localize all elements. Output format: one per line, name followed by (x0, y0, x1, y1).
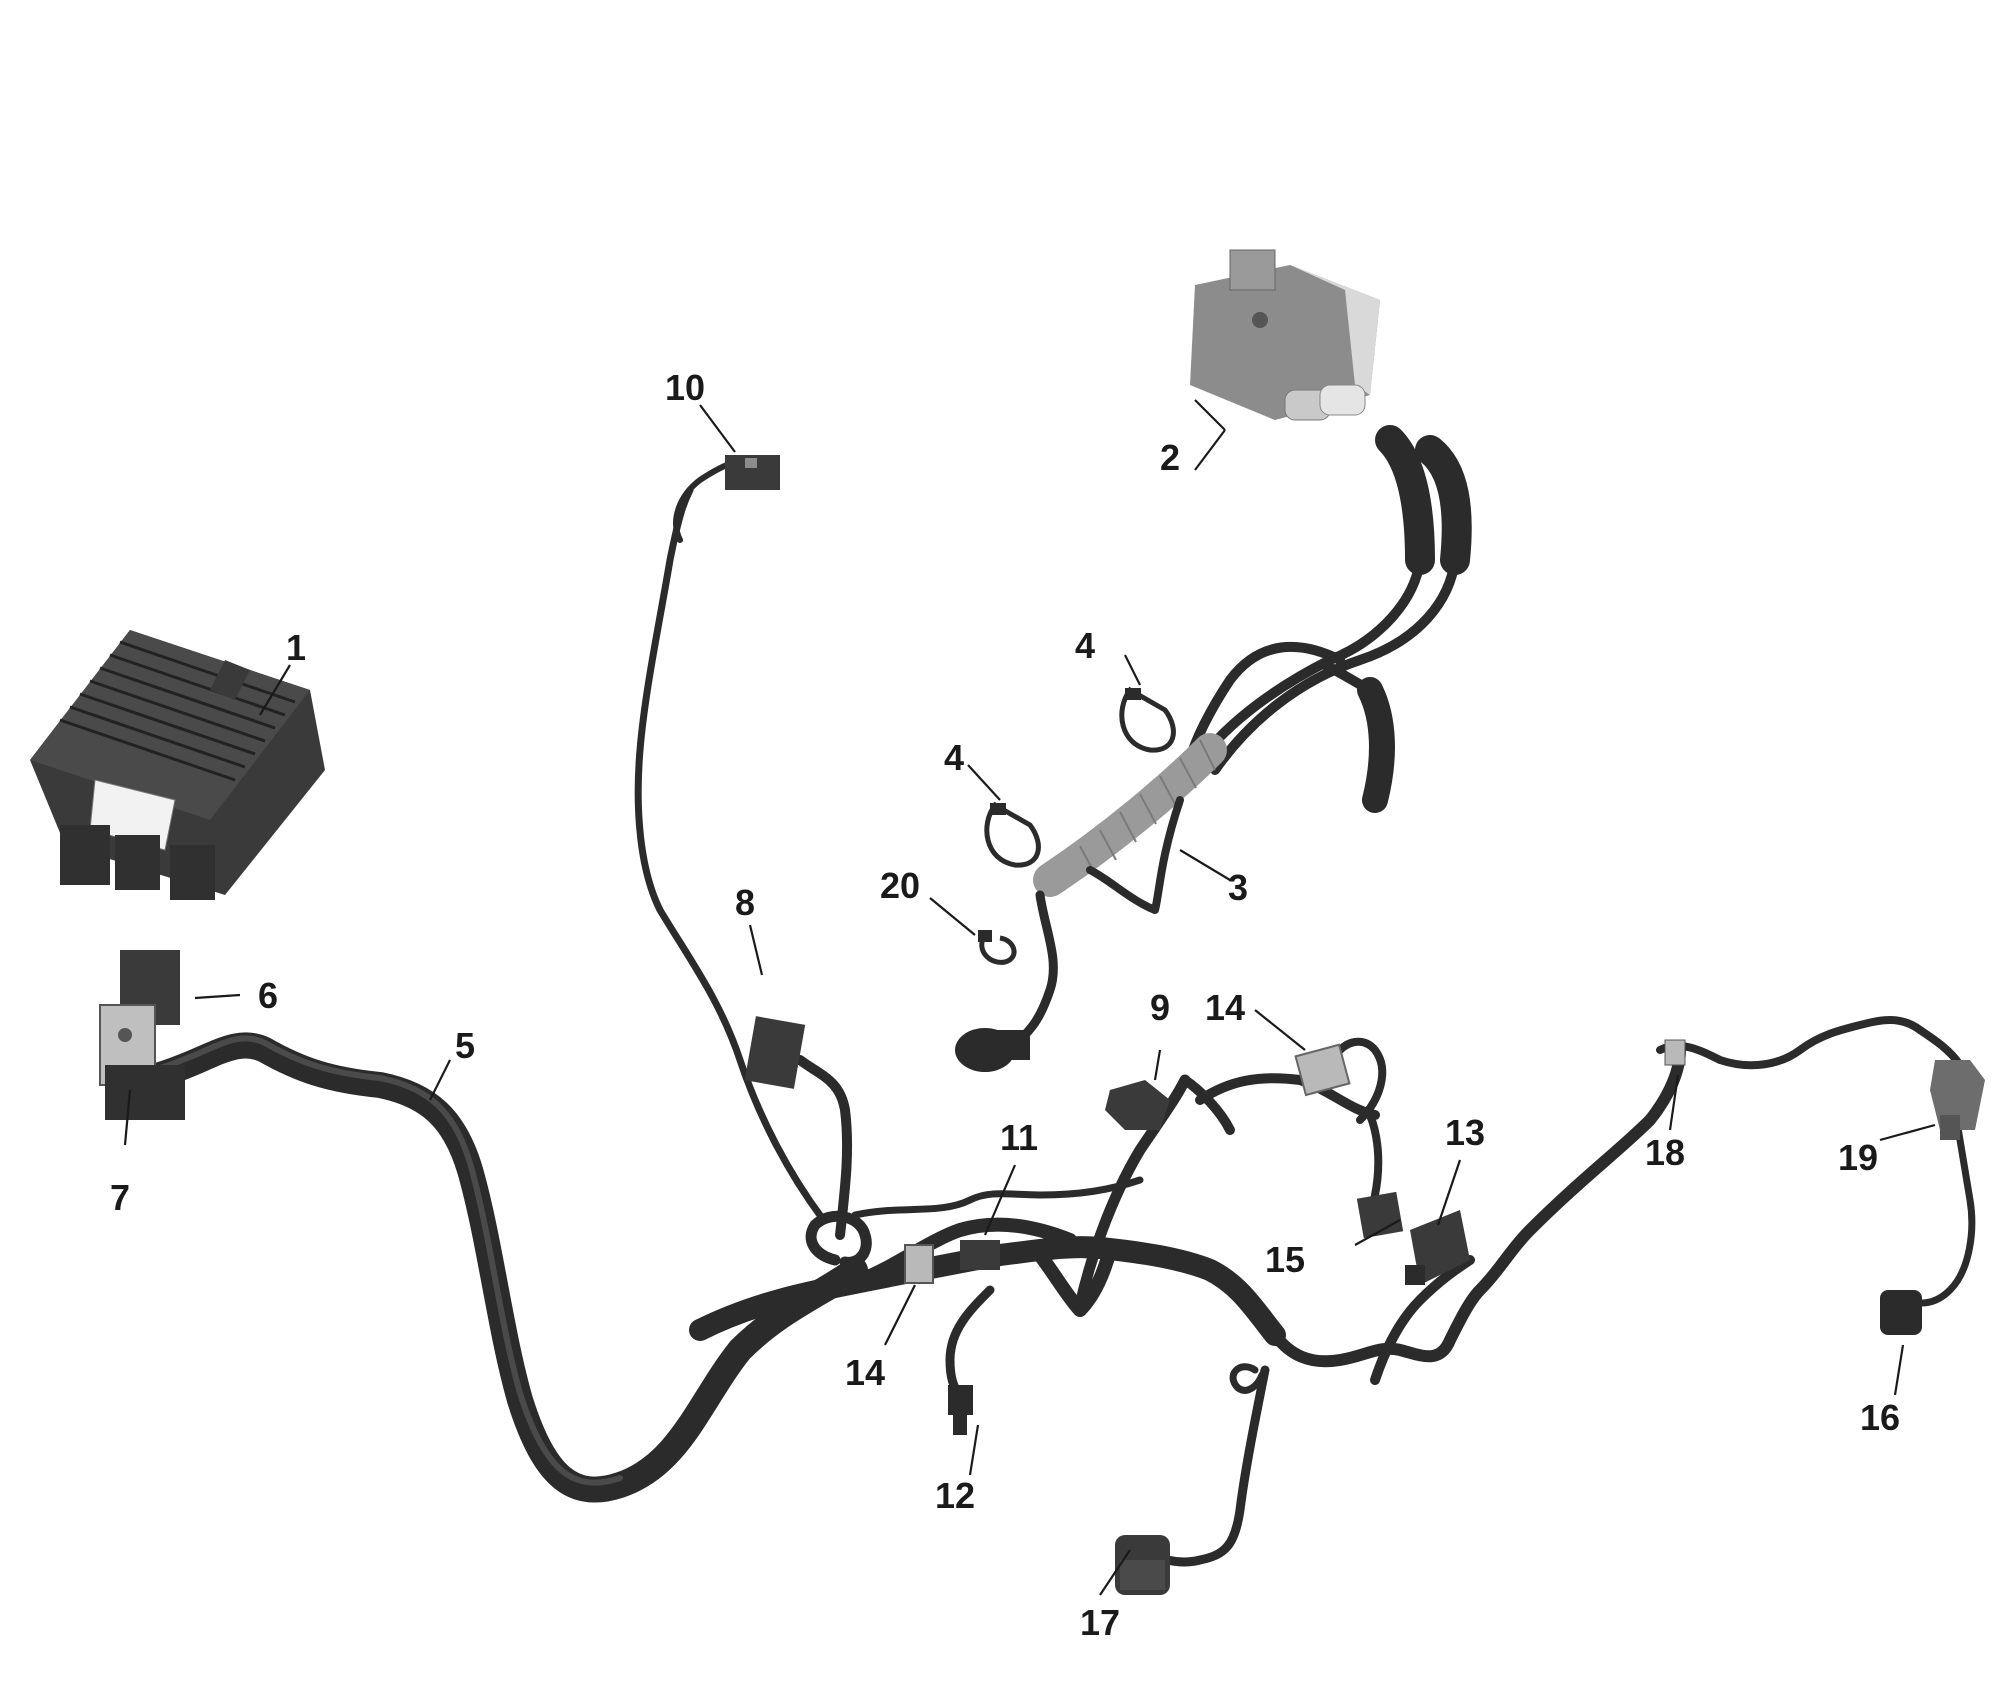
callout-7: 7 (110, 1177, 130, 1218)
connector-16 (1880, 1290, 1922, 1335)
cable-clamp-lower (984, 801, 1041, 868)
main-wiring-harness (147, 459, 1976, 1567)
callout-19: 19 (1838, 1137, 1878, 1178)
connector-11 (960, 1240, 1000, 1270)
callout-4-lower: 4 (944, 737, 964, 778)
wire-clip (978, 930, 1017, 965)
connector-14-lower (904, 1244, 934, 1284)
connector-14-upper (1294, 1043, 1351, 1097)
callout-4-upper: 4 (1075, 625, 1095, 666)
ignition-cables (955, 425, 1472, 1072)
callout-9: 9 (1150, 987, 1170, 1028)
callout-1: 1 (286, 627, 306, 668)
callout-labels: 1 2 3 4 4 5 6 7 8 9 10 11 12 13 14 14 15… (110, 367, 1900, 1643)
connector-8 (744, 1016, 806, 1089)
leader-lines (123, 399, 1936, 1596)
callout-11: 11 (1000, 1117, 1038, 1158)
relay-13 (1405, 1210, 1470, 1285)
callout-10: 10 (665, 367, 705, 408)
callout-13: 13 (1445, 1112, 1485, 1153)
callout-2: 2 (1160, 437, 1180, 478)
connector-18 (1664, 1039, 1686, 1066)
callout-8: 8 (735, 882, 755, 923)
connector-15 (1356, 1191, 1404, 1239)
callout-17: 17 (1080, 1602, 1120, 1643)
regulator-module (1190, 249, 1380, 421)
ecm-module (30, 630, 325, 900)
cable-clamp-upper (1119, 686, 1176, 753)
callout-5: 5 (455, 1025, 475, 1066)
connector-9 (1105, 1080, 1170, 1130)
callout-14-upper: 14 (1205, 987, 1245, 1028)
connector-10 (725, 455, 780, 490)
callout-20: 20 (880, 865, 920, 906)
connector-17 (1115, 1535, 1170, 1595)
callout-12: 12 (935, 1475, 975, 1516)
callout-6: 6 (258, 975, 278, 1016)
sensor-12 (948, 1385, 973, 1435)
callout-16: 16 (1860, 1397, 1900, 1438)
callout-18: 18 (1645, 1132, 1685, 1173)
callout-15: 15 (1265, 1239, 1305, 1280)
callout-3: 3 (1228, 867, 1248, 908)
ecm-harness-connector (99, 950, 185, 1120)
sensor-19 (1930, 1060, 1985, 1140)
callout-14-lower: 14 (845, 1352, 885, 1393)
